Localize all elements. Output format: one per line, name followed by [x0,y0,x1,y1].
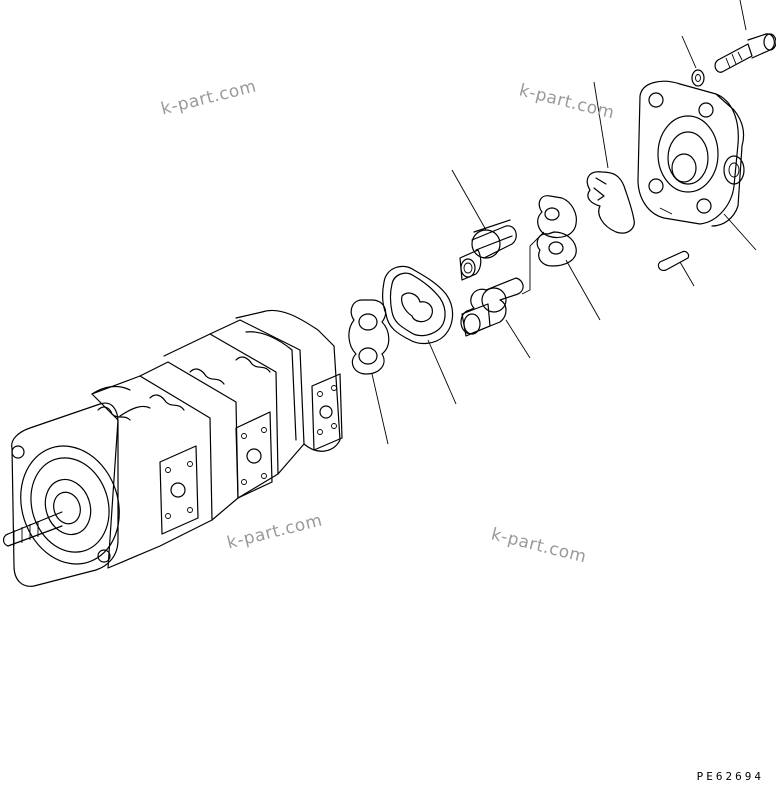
dowel-pin [657,250,695,287]
bolt [714,0,776,73]
c-clip [586,81,635,234]
driven-gear [460,277,531,359]
drive-gear [451,169,517,281]
figure-eight-gasket [382,265,457,405]
gear-pump-assembly [2,309,343,587]
drawing-code: PE62694 [696,770,764,783]
washer [681,35,705,87]
end-cover [637,80,757,251]
wear-plates [521,195,601,321]
figure-eight-seal [348,299,390,445]
